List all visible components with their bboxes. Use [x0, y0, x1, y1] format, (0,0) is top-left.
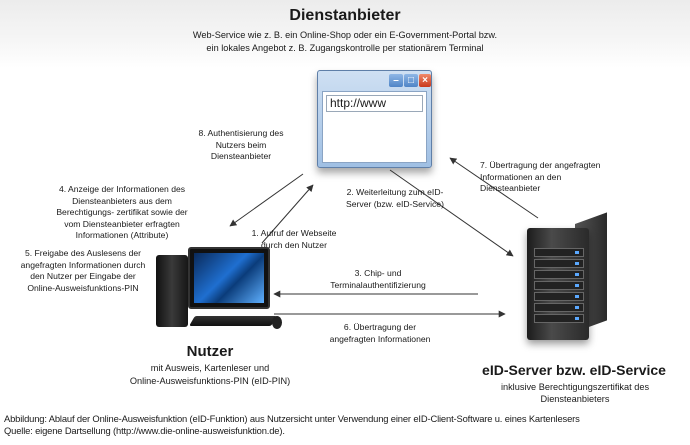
monitor-icon: [188, 247, 270, 309]
keyboard-icon: [189, 316, 277, 326]
server-desc-line2: Diensteanbieters: [540, 394, 610, 404]
browser-window-icon: – □ × http://www: [317, 70, 432, 168]
user-title: Nutzer: [186, 343, 234, 360]
arrow-step-7: [449, 157, 539, 219]
provider-desc-line2: ein lokales Angebot z. B. Zugangskontrol…: [206, 43, 484, 53]
minimize-icon: –: [389, 74, 403, 87]
step-2-label: 2. Weiterleitung zum eID-Server (bzw. eI…: [346, 187, 444, 209]
mouse-icon: [272, 316, 282, 329]
pc-tower-icon: [156, 255, 188, 327]
server-icon: [527, 228, 589, 340]
arrow-step-1: [261, 184, 314, 244]
provider-desc-line1: Web-Service wie z. B. ein Online-Shop od…: [192, 30, 498, 40]
provider-title: Dienstanbieter: [289, 7, 401, 24]
arrow-step-8: [229, 173, 304, 227]
server-desc-line1: inklusive Berechtigungszertifikat des: [500, 382, 650, 392]
server-title: eID-Server bzw. eID-Service: [482, 362, 666, 378]
provider-banner: [0, 0, 690, 68]
maximize-icon: □: [404, 74, 418, 87]
user-desc-line2: Online-Ausweisfunktions-PIN (eID-PIN): [129, 376, 291, 386]
caption-line-1: Abbildung: Ablauf der Online-Ausweisfunk…: [4, 413, 580, 424]
browser-content: http://www: [322, 91, 427, 163]
figure-caption: Abbildung: Ablauf der Online-Ausweisfunk…: [4, 413, 688, 437]
browser-url: http://www: [326, 95, 423, 112]
caption-line-2: Quelle: eigene Dartsellung (http://www.d…: [4, 425, 285, 436]
user-desc-line1: mit Ausweis, Kartenleser und: [150, 363, 270, 373]
close-icon: ×: [419, 74, 431, 87]
arrow-step-2: [389, 169, 514, 257]
